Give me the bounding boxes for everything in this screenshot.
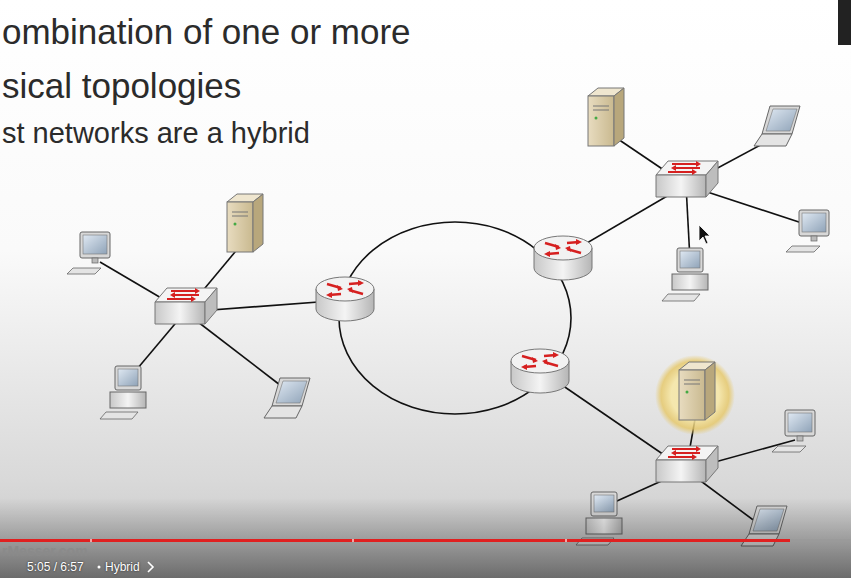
mouse-cursor [699,225,710,244]
player-bar [0,498,851,578]
chapter-title: Hybrid [105,560,140,574]
slide-heading: sical topologies [2,66,241,106]
routers [316,236,592,393]
top-right-corner [838,0,851,45]
slide-heading: ombination of one or more [2,12,411,52]
network-links [100,135,808,525]
watermark: rMesser.com [2,543,88,559]
end-devices [67,88,829,546]
video-time: 5:05 / 6:57 [27,560,84,574]
switches [155,161,718,482]
slide-bullet: st networks are a hybrid [2,117,310,150]
